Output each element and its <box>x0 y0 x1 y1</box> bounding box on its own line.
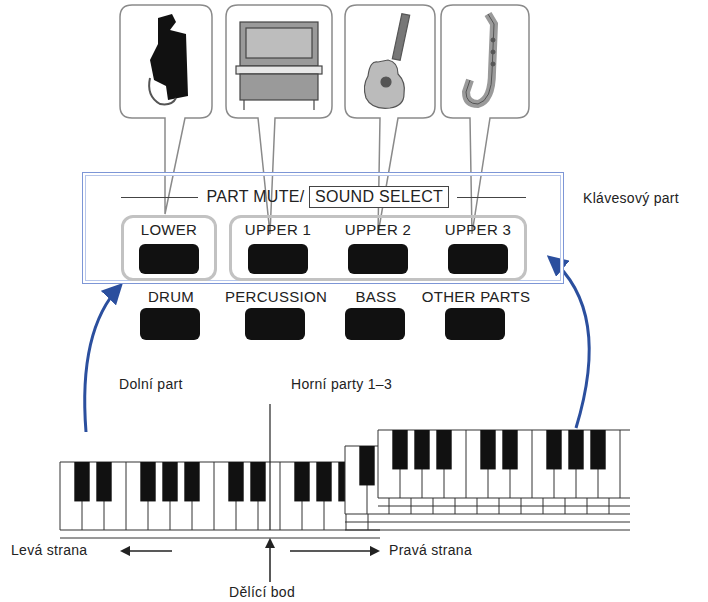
left-arrow <box>122 550 172 552</box>
button <box>248 244 308 274</box>
saxophone-icon <box>466 14 495 104</box>
split-label: Dělící bod <box>228 585 296 599</box>
region-label: Klávesový part <box>583 191 679 205</box>
lower-group: LOWER <box>121 215 217 281</box>
button-label: PERCUSSION <box>224 289 328 304</box>
split-line <box>269 404 270 530</box>
upper-group: UPPER 1 UPPER 2 UPPER 3 <box>229 215 527 281</box>
button-label: LOWER <box>141 222 198 237</box>
button <box>448 244 508 274</box>
button-label: OTHER PARTS <box>421 289 532 304</box>
guitar-icon <box>364 14 409 109</box>
section-title: SOUND SELECT <box>315 189 443 205</box>
right-arrow <box>290 550 378 552</box>
section-title: PART MUTE/ <box>206 189 304 205</box>
part-label: Horní party 1–3 <box>290 377 393 391</box>
side-label: Pravá strana <box>388 543 473 557</box>
part-label: Dolní part <box>118 377 184 391</box>
title-rule <box>121 197 198 198</box>
keyboard-panel: SOUND SELECT LOWER UPPER 1 UPPER 2 UPPER 3 PA… <box>82 172 564 284</box>
button-label: BASS <box>354 289 397 304</box>
lower-arrow <box>85 286 120 432</box>
button <box>348 244 408 274</box>
button-label: UPPER 2 <box>345 222 411 237</box>
button-label: UPPER 3 <box>445 222 511 237</box>
piano-icon <box>236 22 322 110</box>
section-title-box: SOUND SELECT <box>309 186 449 208</box>
side-label: Levá strana <box>10 543 88 557</box>
split-arrow <box>269 540 271 582</box>
callout-bubbles <box>120 5 529 234</box>
title-rule <box>457 197 526 198</box>
button <box>139 244 199 274</box>
button-label: UPPER 1 <box>245 222 311 237</box>
part-buttons <box>140 308 505 340</box>
button-label: DRUM <box>147 289 195 304</box>
keyboard <box>60 430 630 538</box>
instrument-icon <box>149 14 188 104</box>
